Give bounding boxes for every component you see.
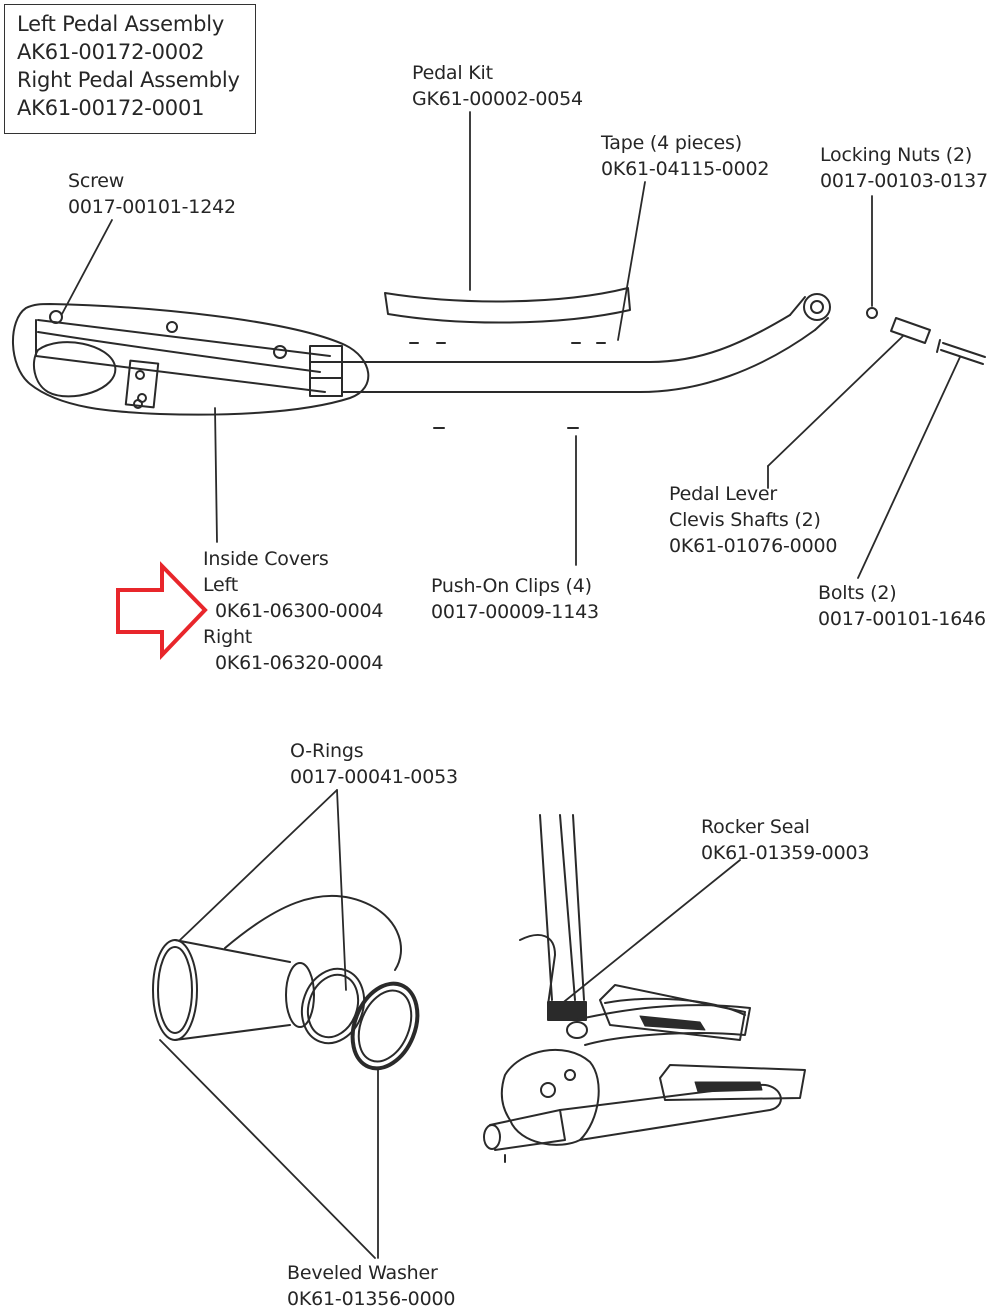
push-on-clips-part: 0017-00009-1143 — [431, 601, 599, 623]
rocker-seal-name: Rocker Seal — [701, 816, 810, 838]
screw-part: 0017-00101-1242 — [68, 196, 236, 218]
inside-covers-name: Inside Covers — [203, 548, 329, 570]
left-pedal-assembly-part: AK61-00172-0002 — [17, 40, 205, 64]
label-beveled-washer: Beveled Washer 0K61-01356-0000 — [287, 1260, 455, 1312]
right-pedal-assembly-title: Right Pedal Assembly — [17, 68, 240, 92]
pedal-kit-drawing — [384, 287, 631, 324]
assembly-box: Left Pedal Assembly AK61-00172-0002 Righ… — [4, 4, 256, 134]
pedal-lever-line2: Clevis Shafts (2) — [669, 509, 821, 531]
inside-covers-left-part: 0K61-06300-0004 — [215, 600, 384, 622]
label-inside-covers: Inside Covers Left 0K61-06300-0004 Right… — [203, 546, 383, 676]
label-screw: Screw 0017-00101-1242 — [68, 168, 236, 220]
label-rocker-seal: Rocker Seal 0K61-01359-0003 — [701, 814, 869, 866]
pedal-kit-name: Pedal Kit — [412, 62, 493, 84]
left-pedal-assembly-title: Left Pedal Assembly — [17, 12, 225, 36]
bolts-name: Bolts (2) — [818, 582, 897, 604]
label-push-on-clips: Push-On Clips (4) 0017-00009-1143 — [431, 573, 599, 625]
label-pedal-lever-clevis-shafts: Pedal Lever Clevis Shafts (2) 0K61-01076… — [669, 481, 837, 559]
rocker-seal-part: 0K61-01359-0003 — [701, 842, 870, 864]
red-outline-arrow-icon — [116, 561, 208, 660]
label-o-rings: O-Rings 0017-00041-0053 — [290, 738, 458, 790]
beveled-washer-part: 0K61-01356-0000 — [287, 1288, 456, 1310]
label-bolts: Bolts (2) 0017-00101-1646 — [818, 580, 986, 632]
label-pedal-kit: Pedal Kit GK61-00002-0054 — [412, 60, 583, 112]
beveled-washer-name: Beveled Washer — [287, 1262, 438, 1284]
right-pedal-assembly-part: AK61-00172-0001 — [17, 96, 205, 120]
inside-covers-right-part: 0K61-06320-0004 — [215, 652, 384, 674]
pedal-kit-part: GK61-00002-0054 — [412, 88, 583, 110]
screw-name: Screw — [68, 170, 125, 192]
label-tape: Tape (4 pieces) 0K61-04115-0002 — [601, 130, 769, 182]
rocker-frame-drawing — [483, 814, 806, 1163]
locking-nuts-name: Locking Nuts (2) — [820, 144, 973, 166]
label-locking-nuts: Locking Nuts (2) 0017-00103-0137 — [820, 142, 988, 194]
o-rings-name: O-Rings — [290, 740, 364, 762]
inside-covers-right: Right — [203, 626, 253, 648]
tape-name: Tape (4 pieces) — [601, 132, 742, 154]
clevis-shaft-drawing — [890, 317, 931, 344]
push-on-clips-name: Push-On Clips (4) — [431, 575, 592, 597]
inside-covers-left: Left — [203, 574, 238, 596]
o-rings-part: 0017-00041-0053 — [290, 766, 458, 788]
leader-line-rocker — [559, 859, 741, 1006]
leader-lines-top — [61, 111, 961, 579]
tape-part: 0K61-04115-0002 — [601, 158, 770, 180]
locking-nut-drawing — [866, 307, 878, 319]
bolts-part: 0017-00101-1646 — [818, 608, 986, 630]
pedal-lever-drawing — [12, 293, 831, 416]
pedal-lever-line1: Pedal Lever — [669, 483, 777, 505]
oring-assembly-drawing — [152, 894, 420, 1071]
pedal-lever-part: 0K61-01076-0000 — [669, 535, 838, 557]
leader-lines-oring — [159, 789, 379, 1259]
bolt-drawing — [936, 339, 986, 365]
locking-nuts-part: 0017-00103-0137 — [820, 170, 988, 192]
